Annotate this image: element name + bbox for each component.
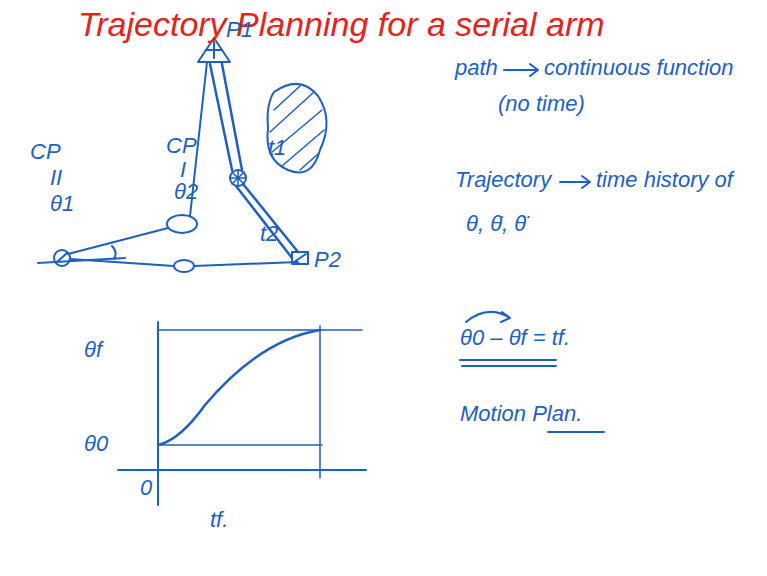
note-text: time history of [596, 168, 733, 192]
note-text: (no time) [498, 92, 585, 116]
base-joint-mark [57, 253, 67, 262]
point-label: P1 [226, 18, 253, 42]
axis [157, 322, 159, 505]
angle-arc [112, 246, 116, 259]
link [68, 228, 168, 254]
note-text: θ0 – θf = tf. [460, 326, 570, 350]
axis [118, 469, 366, 471]
arrow [504, 64, 538, 76]
end-point-mark [206, 42, 222, 58]
underline [548, 431, 604, 433]
joint-label: I [180, 158, 186, 182]
note-text: continuous function [544, 56, 734, 80]
obstacle [267, 84, 326, 173]
note-text: path [455, 56, 498, 80]
angle-label: θ2 [174, 180, 198, 204]
point-label: P2 [314, 248, 341, 272]
link-label: t2 [260, 222, 278, 246]
arrow [560, 176, 590, 188]
note-text: Motion Plan. [460, 402, 582, 426]
base-joint [54, 250, 70, 266]
axis-label: θ0 [84, 432, 108, 456]
axis-label: 0 [140, 476, 152, 500]
link-label: t1 [268, 136, 286, 160]
underline [460, 360, 556, 366]
end-point-square [292, 252, 308, 264]
grid-line [158, 444, 322, 446]
trajectory-curve [158, 330, 320, 445]
link [236, 184, 298, 258]
elbow-joint [174, 260, 194, 272]
joint-label: CP [30, 140, 61, 164]
elbow-joint [167, 215, 197, 233]
note-text: Trajectory [455, 168, 551, 192]
joint-label: II [50, 166, 62, 190]
end-point-mark [294, 254, 306, 262]
link [194, 262, 298, 266]
curved-arrow [466, 312, 510, 322]
grid-line [158, 329, 362, 331]
axis-label: tf. [210, 508, 228, 532]
angle-label: θ1 [50, 192, 74, 216]
axis-label: θf [84, 338, 102, 362]
title: Trajectory Planning for a serial arm [78, 6, 605, 43]
note-text: θ, θ̇, θ̈ [466, 212, 526, 236]
link [210, 64, 242, 170]
grid-line [319, 326, 321, 478]
link [70, 259, 174, 266]
joint-label: CP [166, 134, 197, 158]
